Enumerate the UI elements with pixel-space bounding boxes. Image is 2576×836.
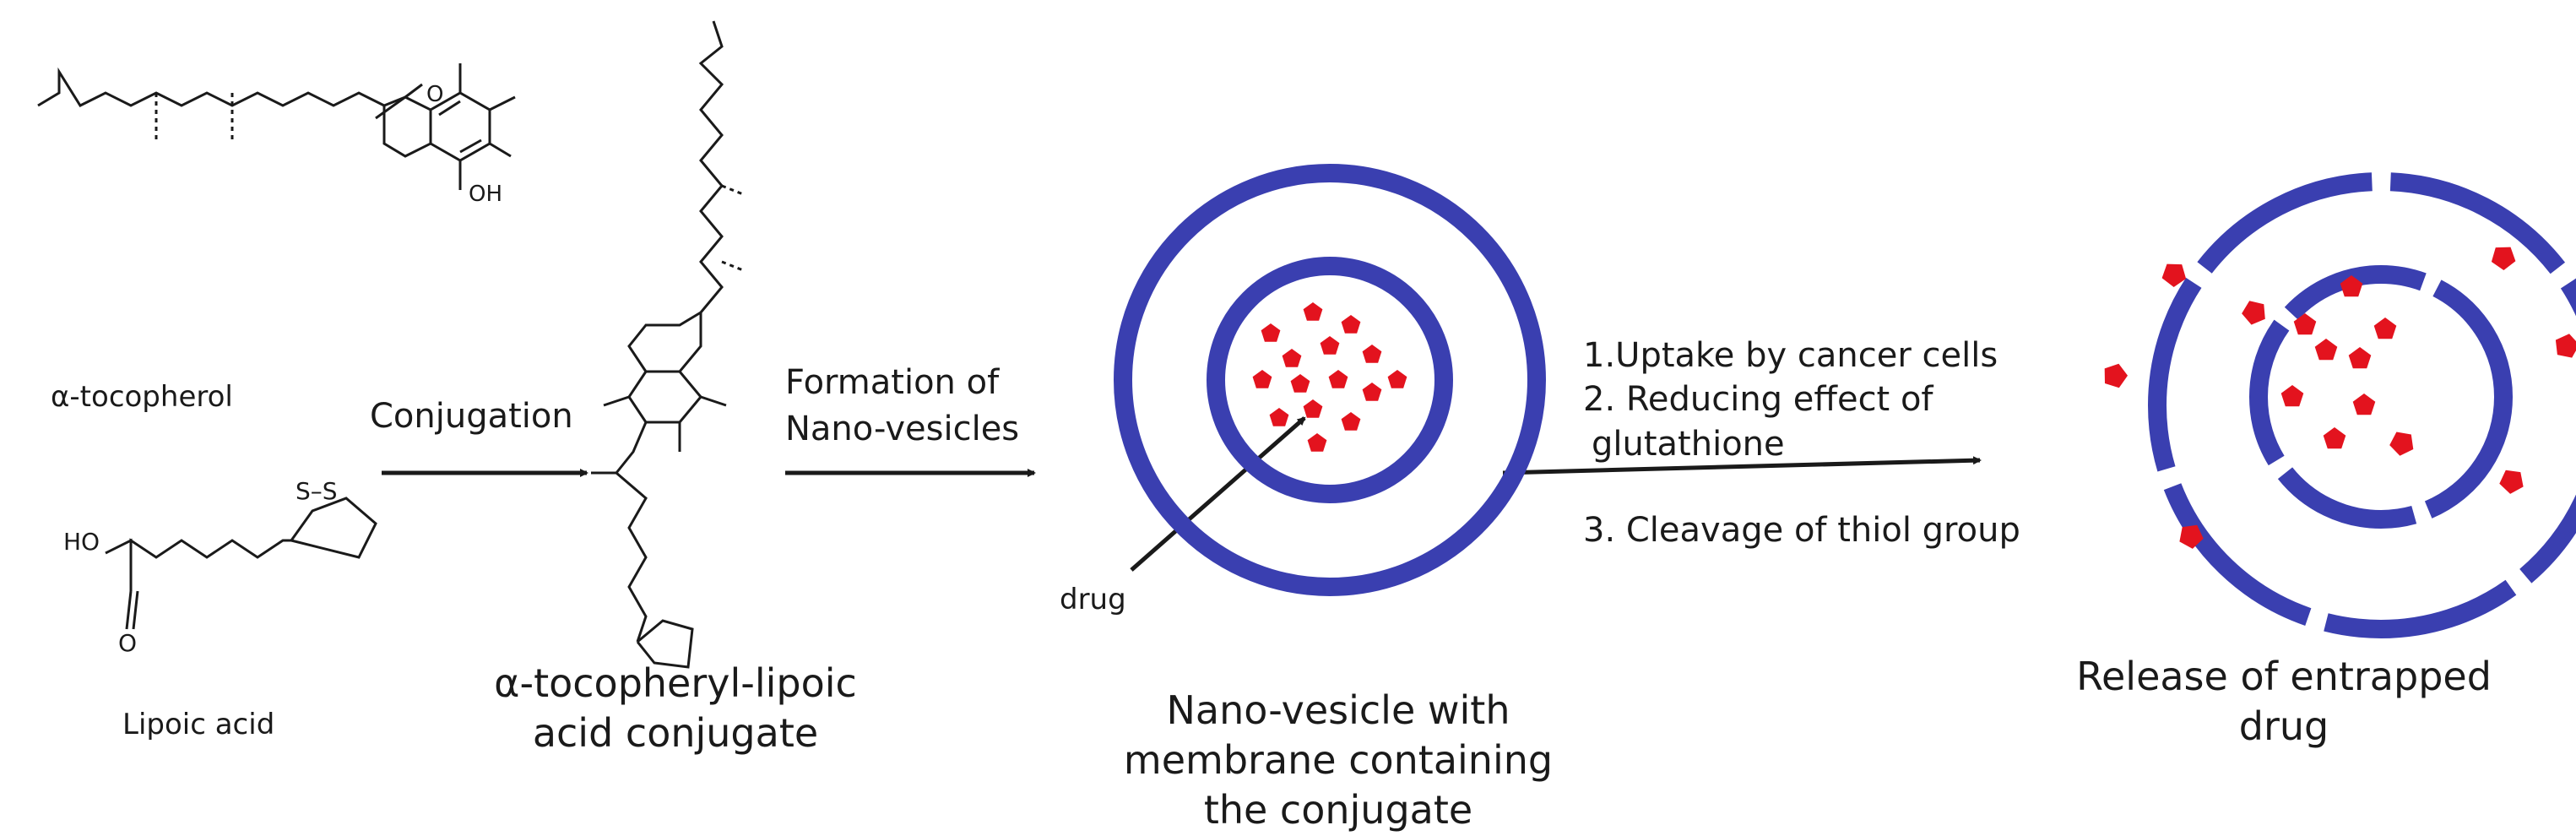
drug-molecule — [2340, 275, 2363, 297]
vesicle-inner-membrane — [1207, 257, 1453, 503]
oh-label: OH — [469, 182, 503, 207]
drug-molecule — [2280, 385, 2304, 407]
step1-label: 1.Uptake by cancer cells — [1583, 336, 1998, 375]
step2-label-line2: glutathione — [1592, 425, 1785, 464]
lipoic-acid-label: Lipoic acid — [122, 708, 275, 741]
drug-molecule — [1252, 370, 1272, 388]
step2-label-line1: 2. Reducing effect of — [1583, 380, 1933, 419]
step3-label: 3. Cleavage of thiol group — [1583, 511, 2020, 550]
conjugate-caption-line1: α-tocopheryl-lipoic — [494, 660, 857, 706]
drug-molecule — [2499, 470, 2524, 494]
drug-molecule — [1387, 370, 1407, 388]
ruptured-inner-membrane — [2249, 265, 2513, 529]
o-label: O — [118, 629, 138, 657]
nano-vesicle — [1114, 164, 1546, 596]
drug-molecule — [2323, 427, 2346, 449]
vesicle-drug-cluster — [1252, 302, 1407, 452]
ruptured-vesicle — [2104, 172, 2576, 638]
vesicle-caption-line1: Nano-vesicle with — [1166, 687, 1510, 733]
drug-molecule — [2352, 394, 2376, 415]
drug-molecule — [2373, 318, 2397, 339]
drug-molecule — [2389, 432, 2414, 456]
drug-molecule — [2242, 301, 2265, 325]
release-arrow — [1502, 456, 1982, 475]
release-caption: Release of entrapped drug — [2014, 652, 2554, 752]
drug-molecule — [1261, 323, 1281, 342]
drug-molecule — [2293, 313, 2317, 335]
drug-pointer-arrow — [1130, 416, 1306, 572]
tocopherol-label: α-tocopherol — [51, 380, 233, 414]
ss-label: S–S — [296, 477, 338, 505]
conjugate-caption-line2: acid conjugate — [532, 709, 819, 756]
ruptured-outer-membrane — [2148, 172, 2576, 638]
conjugation-label: Conjugation — [370, 397, 573, 436]
ho-label: HO — [63, 528, 100, 556]
conjugate-caption: α-tocopheryl-lipoic acid conjugate — [477, 659, 874, 758]
drug-molecule — [2104, 363, 2128, 388]
drug-molecule — [1303, 399, 1323, 418]
formation-label-line2: Nano-vesicles — [785, 410, 1020, 448]
vesicle-caption-line2: membrane containing — [1123, 736, 1554, 783]
drug-molecule — [1341, 412, 1361, 431]
lipoic-acid-structure — [105, 497, 377, 630]
release-caption-line1: Release of entrapped — [2076, 654, 2492, 699]
formation-label-line1: Formation of — [785, 363, 1000, 402]
drug-molecule — [1290, 374, 1310, 393]
tocopherol-structure: O — [37, 63, 516, 190]
drug-molecule — [1328, 370, 1348, 388]
drug-label: drug — [1060, 583, 1126, 616]
vesicle-caption: Nano-vesicle with membrane containing th… — [1102, 686, 1575, 835]
drug-molecule — [1282, 349, 1302, 367]
conjugate-structure — [591, 20, 744, 669]
drug-molecule — [2491, 247, 2516, 270]
released-drug-cluster — [2104, 247, 2576, 549]
drug-molecule — [2161, 263, 2187, 287]
drug-molecule — [1303, 302, 1323, 321]
vesicle-caption-line3: the conjugate — [1203, 786, 1473, 833]
drug-molecule — [1362, 345, 1382, 363]
drug-molecule — [1307, 433, 1327, 452]
drug-molecule — [2555, 334, 2576, 358]
drug-molecule — [2348, 347, 2372, 369]
svg-text:O: O — [426, 82, 443, 107]
drug-molecule — [1362, 383, 1382, 401]
vesicle-outer-membrane — [1114, 164, 1546, 596]
drug-molecule — [1341, 315, 1361, 334]
release-caption-line2: drug — [2238, 703, 2329, 749]
drug-molecule — [1269, 408, 1289, 426]
drug-molecule — [1320, 336, 1340, 355]
drug-molecule — [2179, 524, 2204, 549]
drug-molecule — [2314, 339, 2338, 361]
